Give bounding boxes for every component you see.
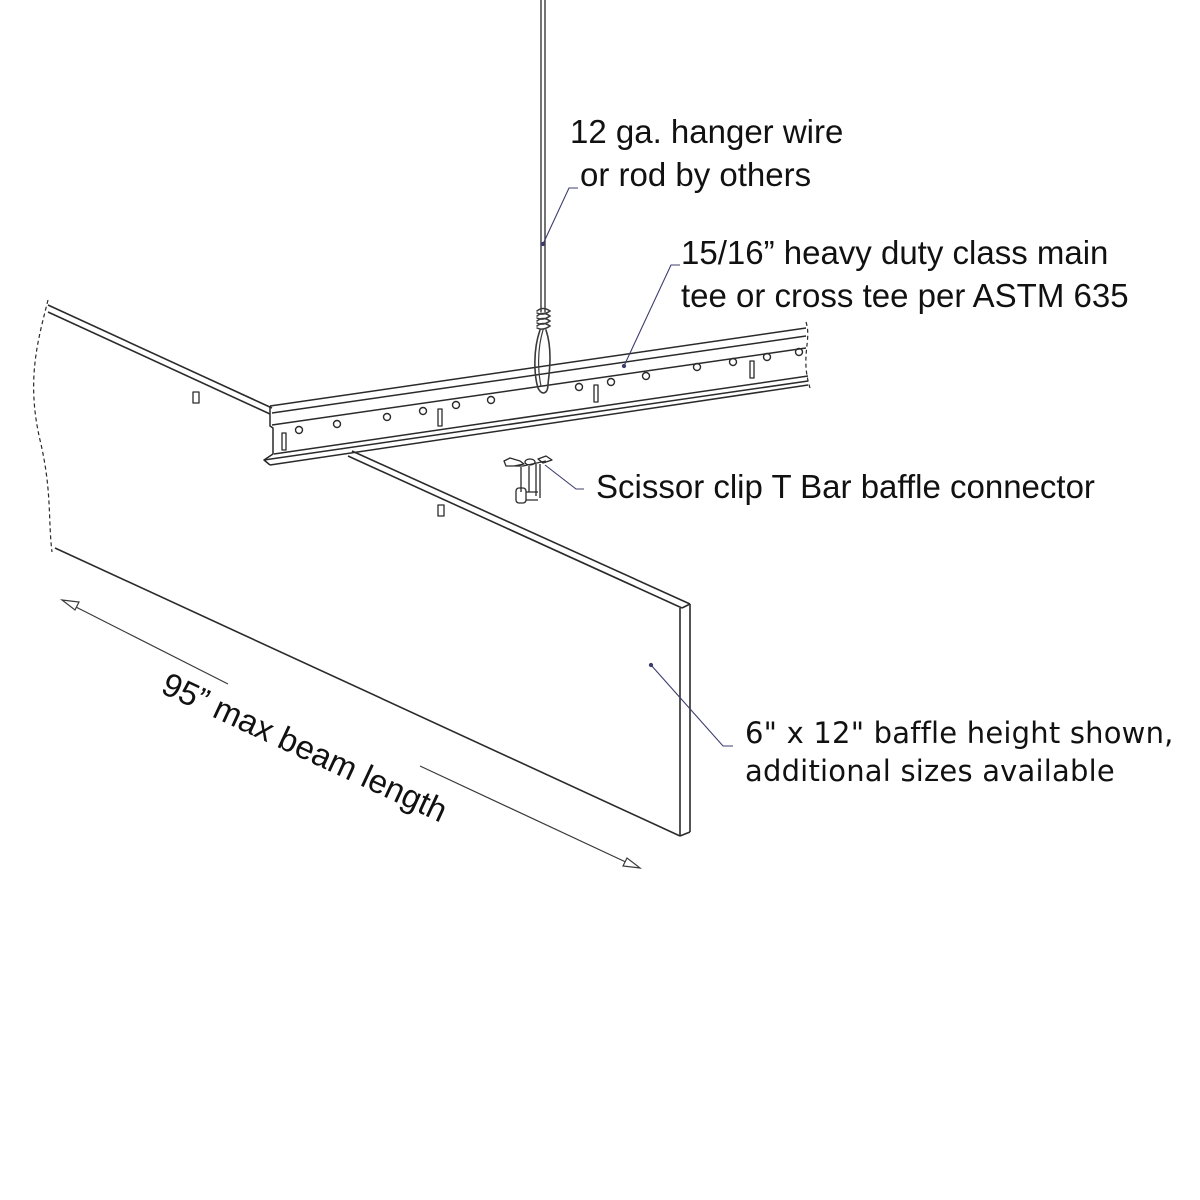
callout-main-tee-line2: tee or cross tee per ASTM 635 xyxy=(681,277,1129,314)
hanger-wire xyxy=(534,0,552,394)
arrow-left-icon xyxy=(59,599,80,611)
dimension-line xyxy=(59,599,643,869)
callout-main-tee: 15/16” heavy duty class main tee or cros… xyxy=(681,231,1129,317)
tee-slots xyxy=(281,360,755,451)
baffle-panel xyxy=(33,299,691,837)
leader-lines xyxy=(540,187,733,747)
callout-clip-line1: Scissor clip T Bar baffle connector xyxy=(596,468,1095,505)
callout-hanger-wire: 12 ga. hanger wire or rod by others xyxy=(570,110,843,196)
scissor-clip-icon xyxy=(503,455,553,504)
callout-clip: Scissor clip T Bar baffle connector xyxy=(596,465,1095,508)
arrow-right-icon xyxy=(622,857,643,869)
callout-main-tee-line1: 15/16” heavy duty class main xyxy=(681,234,1109,271)
callout-hanger-wire-line2: or rod by others xyxy=(580,156,812,193)
callout-baffle-line1: 6" x 12" baffle height shown, xyxy=(745,716,1174,750)
callout-hanger-wire-line1: 12 ga. hanger wire xyxy=(570,113,844,150)
callout-baffle: 6" x 12" baffle height shown, additional… xyxy=(745,714,1174,790)
tee-holes xyxy=(294,347,804,435)
callout-baffle-line2: additional sizes available xyxy=(745,754,1115,788)
